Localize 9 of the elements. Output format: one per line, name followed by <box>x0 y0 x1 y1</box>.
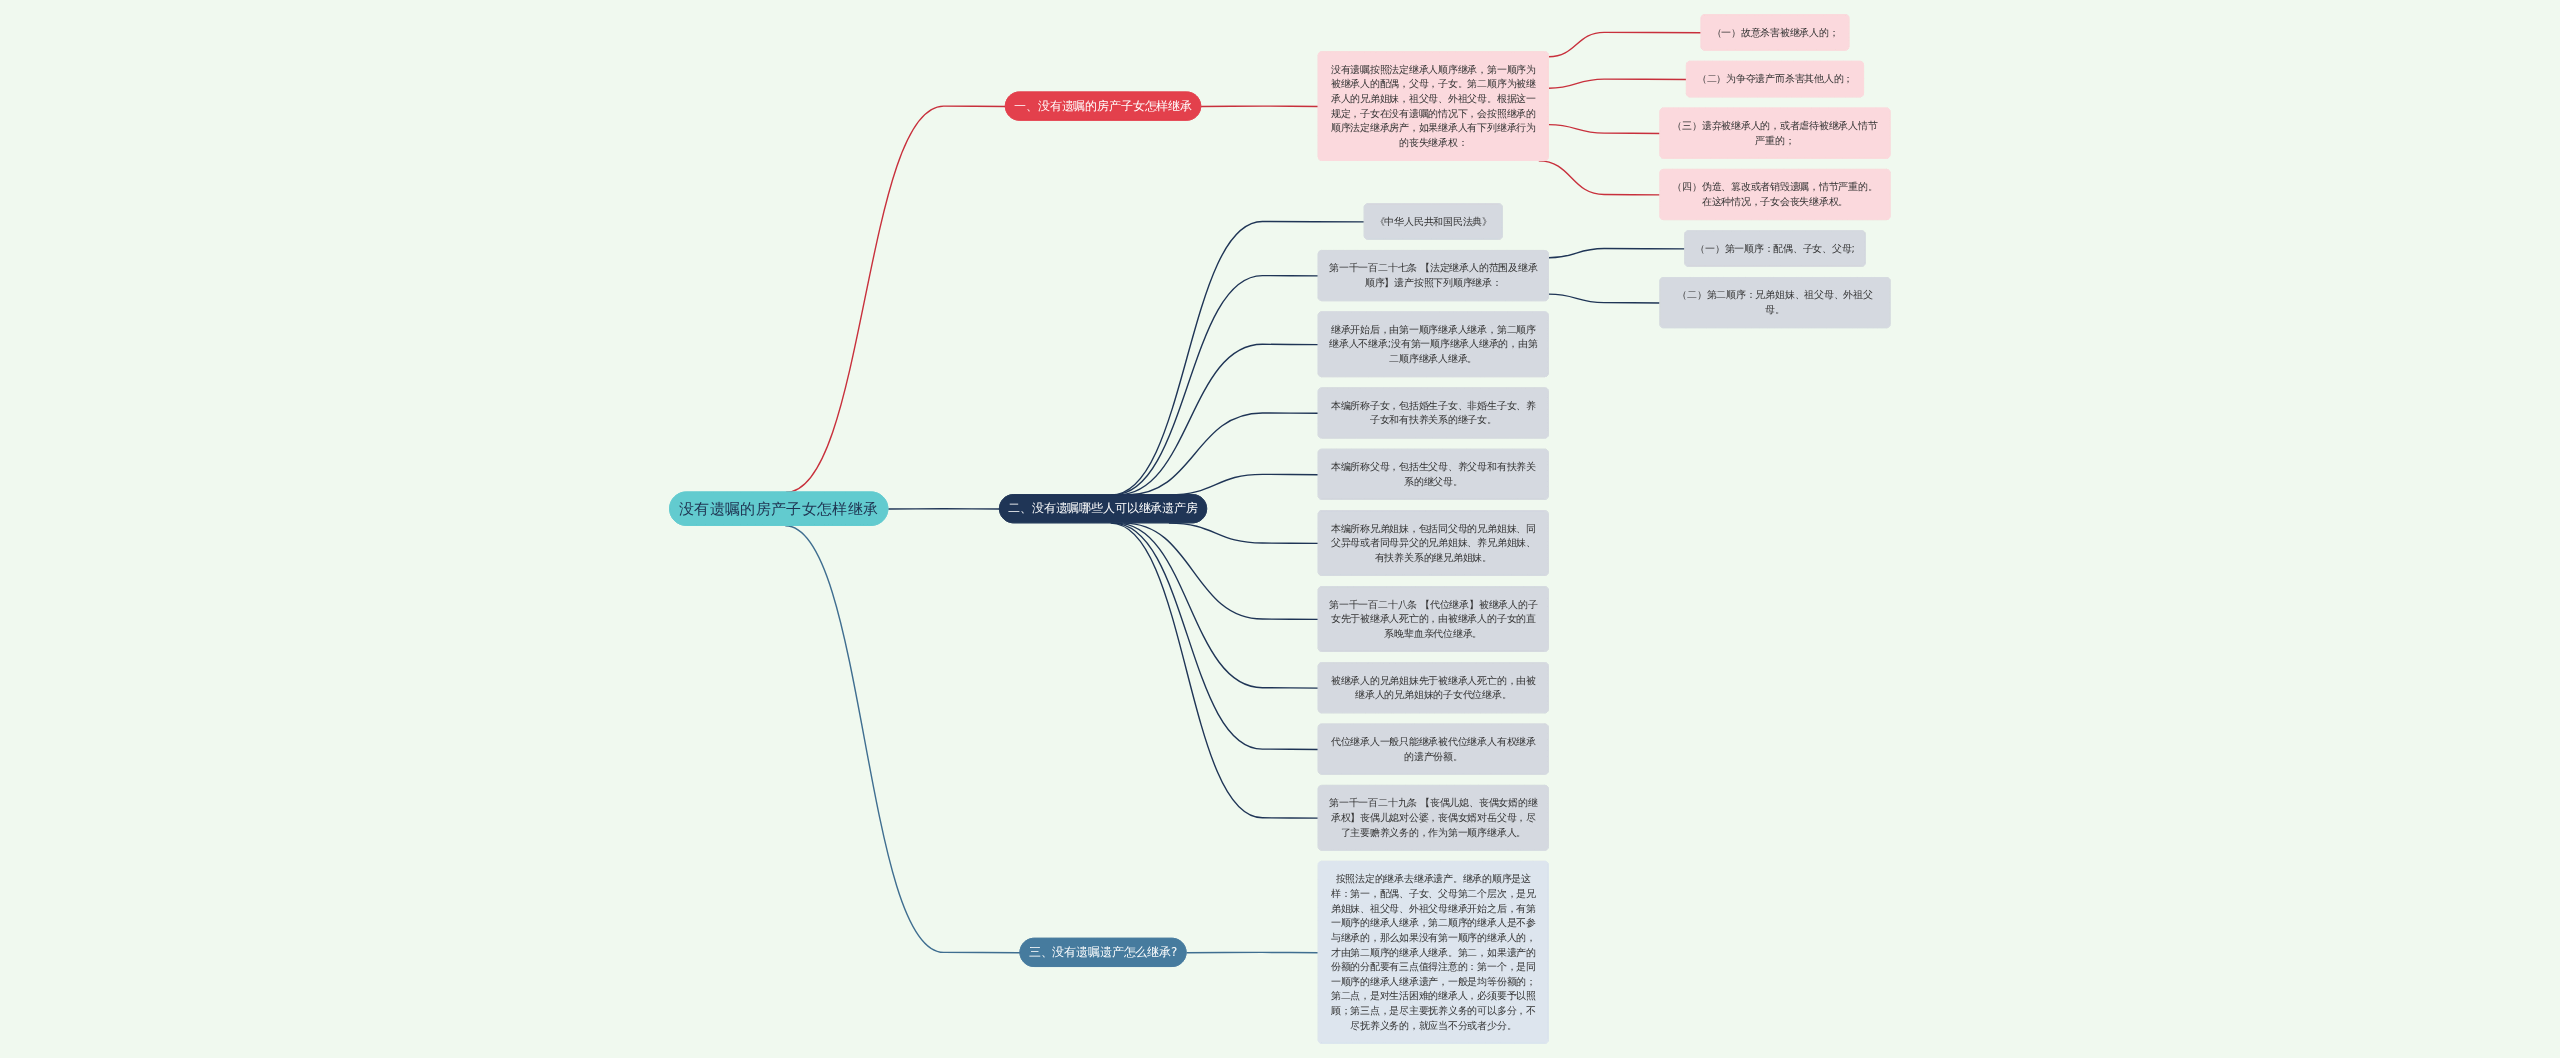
connector <box>1200 105 1320 108</box>
connector <box>1548 293 1662 304</box>
connector <box>1548 78 1688 89</box>
connector <box>887 508 1001 510</box>
connector <box>1110 522 1320 819</box>
connector <box>1548 123 1662 135</box>
connector <box>1185 951 1320 954</box>
connector <box>1548 247 1686 259</box>
connector <box>1548 31 1703 58</box>
